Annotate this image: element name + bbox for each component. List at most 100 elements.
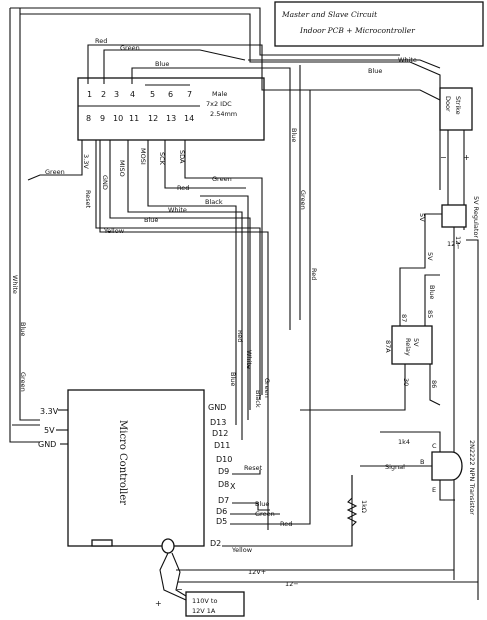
idc-top-wires: Red Green Blue White Blue Blue Green Red <box>87 37 441 500</box>
mcu-right-pin: D6 <box>216 507 227 516</box>
wire-label-black: Black <box>205 198 223 206</box>
power-12v-plus: 12V+ <box>248 568 266 576</box>
wire-label-x-d8: X <box>230 482 236 491</box>
idc-pin-label: GND <box>101 175 109 190</box>
wire-blue <box>131 67 291 330</box>
microcontroller: Micro Controller 3.3V 5V GND GND D13 D12… <box>38 389 232 554</box>
wire-green <box>103 49 246 84</box>
mcu-right-pin: D11 <box>214 441 230 450</box>
title-frame <box>274 1 484 47</box>
title-line1: Master and Slave Circuit <box>281 10 378 19</box>
idc-bottom-wires: 3.3V Green Reset Yellow GND MISO Blue MO… <box>27 140 269 530</box>
idc-pin-label: SCK <box>158 152 166 166</box>
mcu-right-pin: D9 <box>218 467 229 476</box>
mcu-left-pin: 3.3V <box>40 407 59 416</box>
wire-3v3 <box>27 140 83 181</box>
wire-label-blue2: Blue <box>368 67 382 75</box>
wire-relay-30 <box>300 364 406 411</box>
wire-label-green-d: Green <box>263 378 271 398</box>
wire-label-red: Red <box>95 37 107 45</box>
idc-connector: 1 2 3 4 5 6 7 8 9 10 11 12 13 14 Male 7x… <box>77 77 265 141</box>
wire-reg-in <box>466 239 479 600</box>
wire-left-frame2 <box>19 8 40 421</box>
regulator-label: 5V Regulator <box>472 196 480 238</box>
door-strike-body <box>439 87 473 131</box>
wire-d7 <box>232 502 270 511</box>
door-strike-plus: + <box>463 153 470 162</box>
mcu-power-jack <box>161 538 175 554</box>
transistor-body <box>431 451 463 481</box>
mcu-right-pin: D5 <box>216 517 227 526</box>
idc-pin-label: MISO <box>118 160 126 177</box>
idc-desc1: Male <box>212 90 227 98</box>
mcu-right-pin: D10 <box>216 455 232 464</box>
wire-label-blue-d: Blue <box>229 372 237 386</box>
relay-body <box>391 325 433 365</box>
wire-label-white-mid: White <box>168 206 187 214</box>
wire-label-red-d: Red <box>236 330 244 342</box>
wire-black <box>200 195 249 420</box>
wire-label-reset-d9: Reset <box>244 464 263 472</box>
wire-transistor-e <box>439 480 455 501</box>
transistor-pin-c: C <box>432 442 437 450</box>
idc-pin: 6 <box>168 90 173 99</box>
regulator-body <box>441 204 467 228</box>
idc-top-pins: 1 2 3 4 5 6 7 <box>87 90 192 99</box>
wire-miso <box>127 140 243 440</box>
mcu-right-pin: GND <box>208 403 226 412</box>
transistor-pin-e: E <box>432 486 436 494</box>
wire-label-blue-left: Blue <box>19 322 27 336</box>
mcu-name: Micro Controller <box>117 420 128 505</box>
transistor-label: 2N2222 NPN Transistor <box>468 440 476 515</box>
transistor-signal: Signal <box>385 463 405 471</box>
door-strike-label2: Strike <box>454 96 462 115</box>
power-minus: − <box>176 585 183 594</box>
regulator-neg: 12− <box>454 236 462 250</box>
power-supply: 110V to 12V 1A + − 12V+ 12− <box>155 552 478 617</box>
mcu-left-pin: 5V <box>44 426 55 435</box>
wire-gnd <box>109 140 251 410</box>
relay-87a: 87A <box>384 340 392 353</box>
wire-reg-out <box>399 213 442 330</box>
mcu-right-pin: D13 <box>210 418 226 427</box>
idc-pin: 3 <box>114 90 119 99</box>
power-label2: 12V 1A <box>192 607 216 615</box>
left-labels: White Blue Green <box>11 275 27 392</box>
relay-30: 30 <box>402 378 410 386</box>
idc-pin: 14 <box>184 114 194 123</box>
resistor-value: 1kΩ <box>360 500 368 513</box>
wire-label-green-left2: Green <box>19 372 27 392</box>
idc-desc3: 2.54mm <box>210 110 237 118</box>
idc-pin: 9 <box>100 114 105 123</box>
wire-mosi <box>147 140 237 425</box>
mcu-right-pin: D12 <box>212 429 228 438</box>
wire-d9 <box>232 470 261 475</box>
idc-pin: 11 <box>129 114 139 123</box>
relay-name2: Relay <box>404 338 412 356</box>
wire-label-green-v: Green <box>299 190 307 210</box>
idc-pin-label: SDA <box>178 150 186 164</box>
wire-d5 <box>230 500 311 525</box>
title-line2: Indoor PCB + Microcontroller <box>299 26 415 35</box>
wire-label-yellow: Yellow <box>103 227 125 235</box>
idc-desc2: 7x2 IDC <box>206 100 232 108</box>
wire-sck <box>164 140 246 189</box>
idc-pin: 5 <box>150 90 155 99</box>
wire-top-frame <box>10 7 400 56</box>
mcu-right-pins: GND D13 D12 D11 D10 D9 D8 D7 D6 D5 D2 <box>208 403 232 548</box>
wire-label-red-d5: Red <box>280 520 292 528</box>
relay-name1: 5V <box>412 338 420 347</box>
power-label1: 110V to <box>192 597 217 605</box>
idc-pin: 12 <box>148 114 158 123</box>
wire-power-plus <box>159 552 187 601</box>
idc-bottom-pins: 8 9 10 11 12 13 14 <box>86 114 194 123</box>
wire-power-minus <box>171 552 187 597</box>
resistor: 1kΩ <box>346 475 368 546</box>
wire-label-blue-mid: Blue <box>144 216 158 224</box>
idc-pin: 2 <box>101 90 106 99</box>
title-block: Master and Slave Circuit Indoor PCB + Mi… <box>274 1 484 47</box>
door-strike-minus: − <box>440 153 447 162</box>
mcu-right-pin: D8 <box>218 480 229 489</box>
wire-label-reset: Reset <box>84 190 92 209</box>
